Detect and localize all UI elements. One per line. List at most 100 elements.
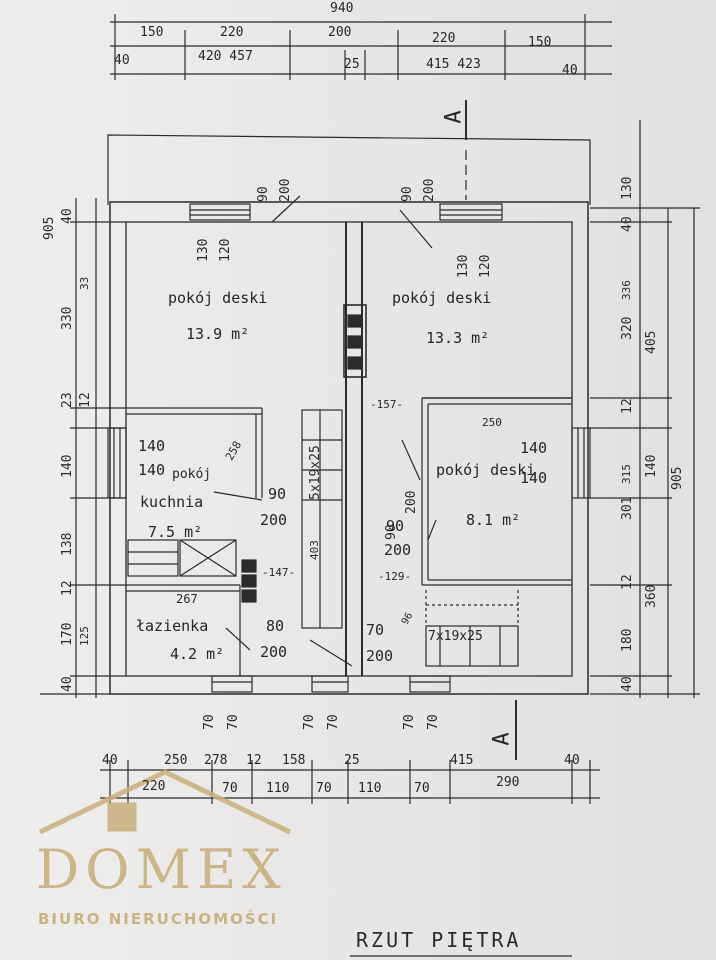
dim-right: 140 bbox=[644, 454, 659, 478]
logo-wordmark: DOMEX bbox=[36, 838, 287, 901]
drawing-title: RZUT PIĘTRA bbox=[356, 928, 522, 952]
room-area: 13.9 m² bbox=[186, 325, 250, 343]
dim-right: 301 bbox=[620, 496, 635, 520]
dim-note: -129- bbox=[378, 570, 412, 583]
opening-label: 90 bbox=[386, 517, 405, 535]
dim-right: 315 bbox=[620, 464, 633, 484]
dim-left: 138 bbox=[60, 532, 75, 556]
opening-label: 140 bbox=[138, 437, 166, 455]
opening-label: 200 bbox=[422, 178, 437, 202]
logo-house-icon bbox=[38, 769, 292, 835]
room-name: pokój deski bbox=[168, 289, 268, 307]
dim-right: 12 bbox=[620, 574, 635, 590]
dim-bottom: 278 bbox=[204, 753, 228, 768]
dim-left: 12 bbox=[60, 580, 75, 596]
room-area: 13.3 m² bbox=[426, 329, 490, 347]
dim-bottom: 290 bbox=[496, 775, 520, 790]
room-area: 4.2 m² bbox=[170, 645, 225, 663]
dim-left: 330 bbox=[60, 306, 75, 330]
dim-right: 320 bbox=[620, 316, 635, 340]
dim-top: 220 bbox=[220, 25, 244, 40]
room-area: 8.1 m² bbox=[466, 511, 521, 529]
dim-bottom: 12 bbox=[246, 753, 262, 768]
dim-top: 415 423 bbox=[426, 57, 481, 72]
dim-bottom: 70 bbox=[316, 781, 332, 796]
dim-top: 40 bbox=[114, 53, 130, 68]
stair-label: 5x19x25 bbox=[308, 445, 323, 500]
dim-right: 336 bbox=[620, 280, 633, 300]
dim-top: 150 bbox=[528, 35, 552, 50]
opening-label: 200 bbox=[260, 643, 288, 661]
dim-bottom: 70 bbox=[414, 781, 430, 796]
room-name: kuchnia bbox=[140, 493, 204, 511]
dim-bottom: 158 bbox=[282, 753, 306, 768]
dim-bottom: 110 bbox=[358, 781, 382, 796]
dim-top: 25 bbox=[344, 57, 360, 72]
dim-left: 170 bbox=[60, 622, 75, 646]
dim-note: -147- bbox=[262, 566, 296, 579]
opening-label: 80 bbox=[266, 617, 285, 635]
room-name: łazienka bbox=[136, 617, 209, 635]
dim-bottom: 25 bbox=[344, 753, 360, 768]
opening-label: 90 bbox=[400, 186, 415, 202]
opening-label: 200 bbox=[366, 647, 394, 665]
dim-bottom: 40 bbox=[564, 753, 580, 768]
dim-bottom-small: 70 bbox=[426, 714, 441, 730]
dim-left: 40 bbox=[60, 208, 75, 224]
dim-left: 125 bbox=[78, 626, 91, 646]
opening-label: 200 bbox=[278, 178, 293, 202]
dim-note: 403 bbox=[308, 540, 321, 560]
dim-left: 140 bbox=[60, 454, 75, 478]
dim-left: 40 bbox=[60, 676, 75, 692]
logo-subtitle: BIURO NIERUCHOMOŚCI bbox=[38, 910, 279, 928]
dim-bottom: 415 bbox=[450, 753, 474, 768]
section-mark: A bbox=[489, 732, 515, 746]
dim-overall-right: 905 bbox=[670, 466, 685, 490]
opening-label: 70 bbox=[366, 621, 385, 639]
dim-right: 12 bbox=[620, 398, 635, 414]
opening-label: 90 bbox=[268, 485, 287, 503]
dim-bottom-small: 70 bbox=[402, 714, 417, 730]
dim-bottom-small: 70 bbox=[202, 714, 217, 730]
opening-label: 140 bbox=[520, 469, 548, 487]
opening-label: 140 bbox=[520, 439, 548, 457]
dim-bottom-small: 70 bbox=[302, 714, 317, 730]
dim-overall-left: 905 bbox=[42, 216, 57, 240]
opening-label: 200 bbox=[384, 541, 412, 559]
room-name: pokój deski bbox=[392, 289, 492, 307]
dim-top: 420 457 bbox=[198, 49, 253, 64]
dim-bottom: 220 bbox=[142, 779, 166, 794]
opening-label: 140 bbox=[138, 461, 166, 479]
dim-bottom-small: 70 bbox=[326, 714, 341, 730]
opening-label: 130 bbox=[196, 238, 211, 262]
dim-bottom: 70 bbox=[222, 781, 238, 796]
opening-label: 120 bbox=[478, 254, 493, 278]
dim-bottom: 110 bbox=[266, 781, 290, 796]
dim-right: 360 bbox=[644, 584, 659, 608]
dim-right: 405 bbox=[644, 330, 659, 354]
room-name: pokój deski bbox=[436, 461, 536, 479]
dim-top: 40 bbox=[562, 63, 578, 78]
dim-top: 200 bbox=[328, 25, 352, 40]
dim-right: 40 bbox=[620, 216, 635, 232]
dim-note: 267 bbox=[176, 592, 198, 606]
opening-label: 200 bbox=[260, 511, 288, 529]
dim-bottom-small: 70 bbox=[226, 714, 241, 730]
room-note: pokój bbox=[172, 467, 212, 482]
dim-note: -157- bbox=[370, 398, 404, 411]
dim-left: 33 bbox=[78, 276, 91, 290]
dim-bottom: 40 bbox=[102, 753, 118, 768]
dim-overall-top: 940 bbox=[330, 1, 354, 16]
dim-right: 130 bbox=[620, 176, 635, 200]
dim-left: 12 bbox=[78, 392, 93, 408]
dim-note: 250 bbox=[482, 416, 502, 429]
section-mark: A bbox=[441, 110, 467, 124]
dim-top: 220 bbox=[432, 31, 456, 46]
dim-left: 23 bbox=[60, 392, 75, 408]
opening-label: 90 bbox=[256, 186, 271, 202]
dim-bottom: 250 bbox=[164, 753, 188, 768]
opening-label: 130 bbox=[456, 254, 471, 278]
dim-right: 40 bbox=[620, 676, 635, 692]
